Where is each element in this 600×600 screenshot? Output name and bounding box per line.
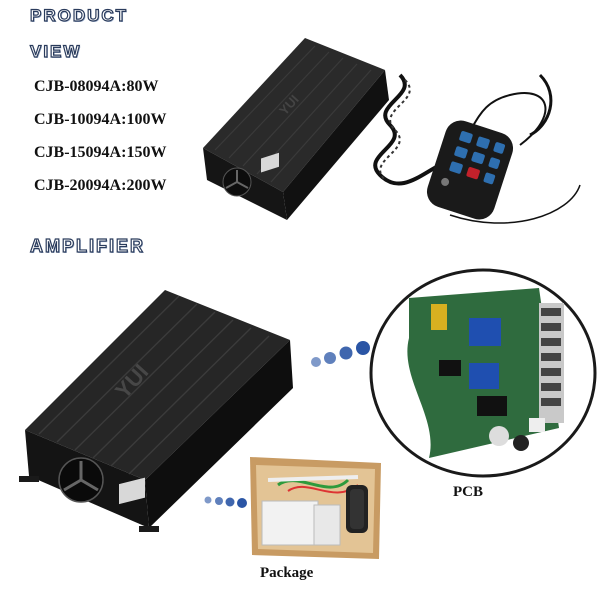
amplifier-title: AMPLIFIER bbox=[29, 235, 145, 256]
amplifier-small-image: YUI bbox=[203, 38, 389, 220]
fan-icon bbox=[58, 457, 104, 503]
product-title: PRODUCT bbox=[29, 5, 129, 25]
package-image bbox=[250, 457, 381, 559]
amplifier-large-image: YUI bbox=[19, 290, 293, 532]
model-item: CJB-08094A:80W bbox=[34, 78, 159, 95]
remote-control-icon bbox=[373, 73, 581, 224]
package-caption: Package bbox=[260, 565, 314, 581]
view-title: VIEW bbox=[29, 41, 82, 61]
pcb-caption: PCB bbox=[453, 484, 483, 500]
model-list: CJB-08094A:80W CJB-10094A:100W CJB-15094… bbox=[34, 77, 166, 209]
fan-icon bbox=[222, 167, 252, 197]
model-item: CJB-10094A:100W bbox=[34, 111, 167, 128]
connector-dots-icon bbox=[204, 496, 247, 508]
connector-dots-icon bbox=[311, 341, 370, 367]
model-item: CJB-20094A:200W bbox=[34, 177, 167, 194]
pcb-image bbox=[369, 268, 597, 478]
model-item: CJB-15094A:150W bbox=[34, 144, 167, 161]
